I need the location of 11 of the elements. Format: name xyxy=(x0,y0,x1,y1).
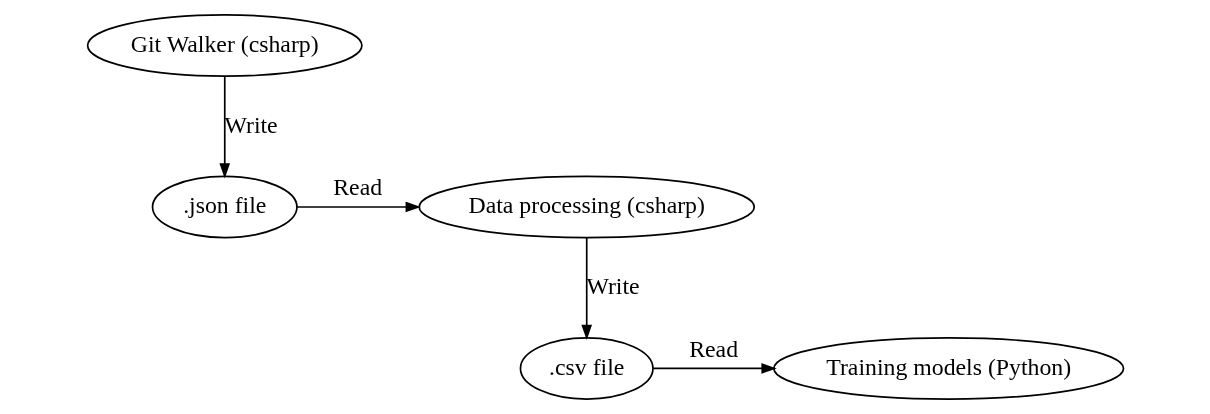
node-ellipse: Data processing (csharp) xyxy=(417,175,755,239)
edge-label: Read xyxy=(332,174,382,201)
node-ellipse: Git Walker (csharp) xyxy=(86,14,363,77)
node-ellipse: .json file xyxy=(151,175,298,239)
node-ellipse: Training models (Python) xyxy=(772,337,1124,400)
arrow xyxy=(651,363,777,374)
node-ellipse: .csv file xyxy=(519,337,654,400)
arrow xyxy=(218,75,230,179)
arrow xyxy=(295,201,421,213)
arrow xyxy=(580,236,592,340)
edge-label: Read xyxy=(688,335,738,362)
